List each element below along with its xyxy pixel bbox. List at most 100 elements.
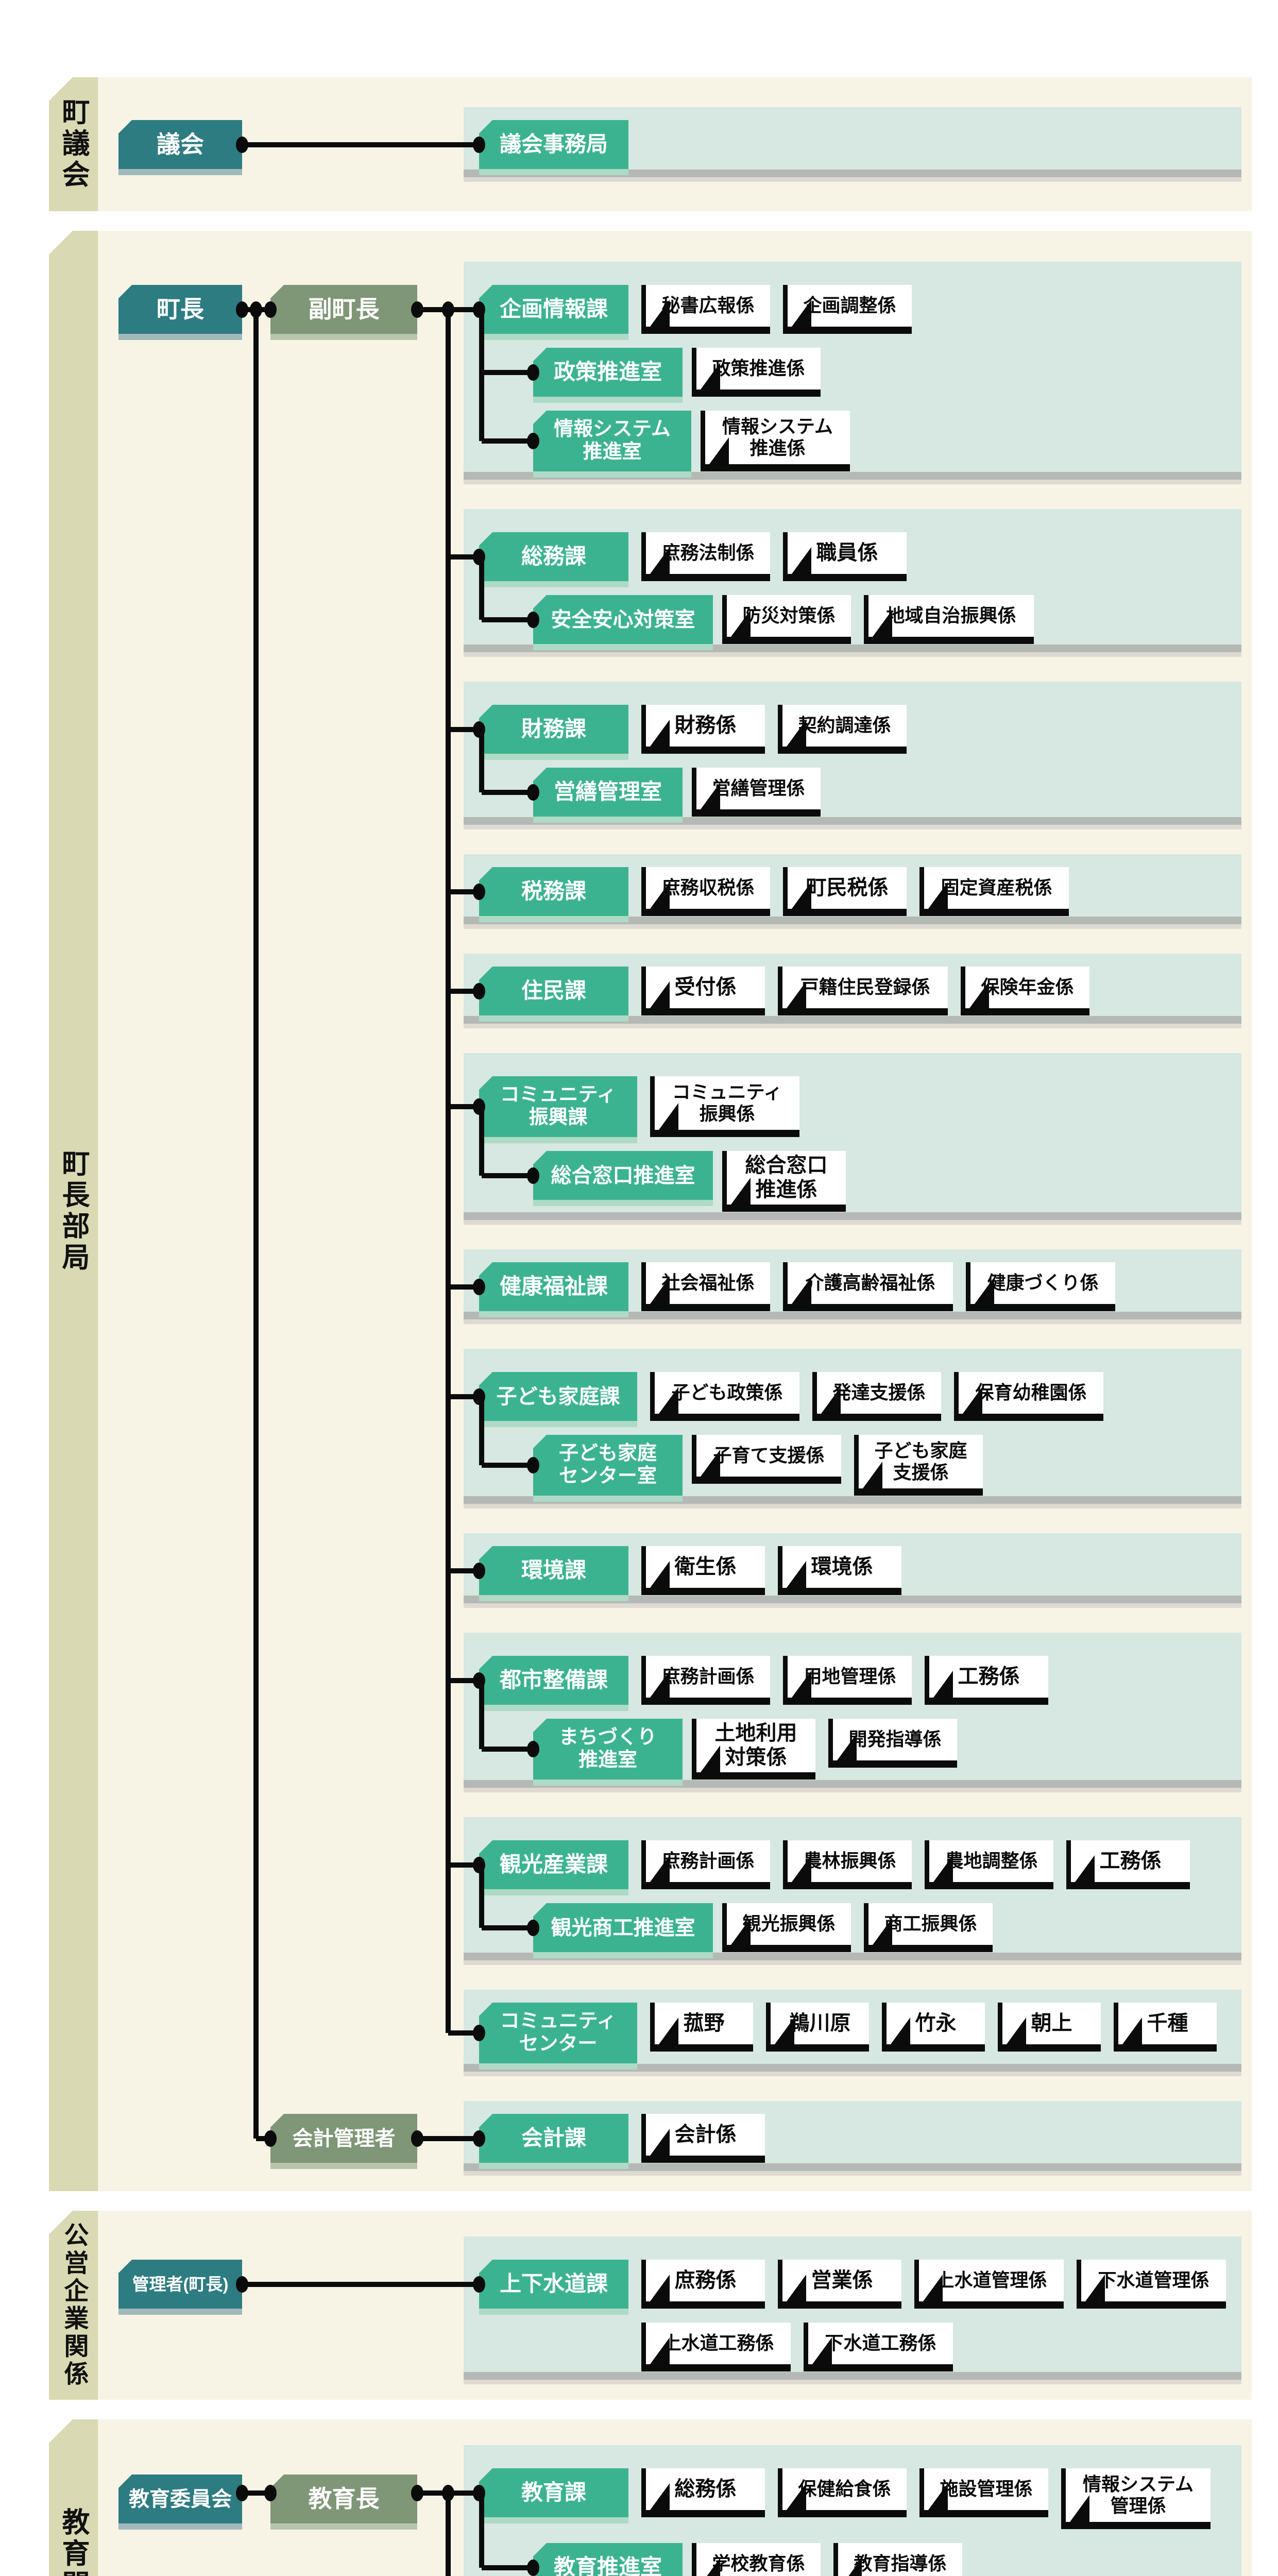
connector-dot (264, 2130, 277, 2147)
connector-line (417, 2136, 479, 2141)
division-box-label: 総務課 (521, 544, 586, 569)
connector-dot (527, 612, 539, 628)
office-box: 情報システム 推進室 (533, 411, 691, 478)
tier1-box-label: 町長 (157, 296, 204, 323)
unit-box: 下水道工務係 (804, 2323, 953, 2371)
connector-dot (473, 2276, 485, 2293)
unit-box-label: 下水道工務係 (825, 2332, 936, 2354)
connector-dot (411, 2130, 423, 2147)
office-box-label: 営繕管理室 (553, 779, 662, 804)
tier2-box-label: 副町長 (308, 296, 380, 323)
unit-box: 施設管理係 (919, 2468, 1048, 2517)
unit-box: 固定資産税係 (919, 867, 1069, 916)
division-box-label: コミュニティ 振興課 (500, 1084, 617, 1128)
unit-box: 庶務係 (641, 2260, 765, 2309)
unit-box: 子ども政策係 (650, 1372, 799, 1421)
unit-box: 子育て支援係 (692, 1435, 841, 1484)
unit-box: 観光振興係 (722, 1903, 851, 1952)
corner-triangle-icon (891, 2018, 910, 2044)
corner-triangle-icon (659, 2018, 678, 2044)
corner-triangle-icon (787, 1561, 806, 1588)
unit-box-label: 社会福祉係 (661, 1272, 755, 1294)
section-label: 町長部局 (58, 1148, 89, 1274)
unit-box: 保険年金係 (961, 967, 1089, 1015)
section-label: 公営企業関係 (60, 2222, 88, 2388)
unit-box-label: 営繕管理係 (712, 777, 805, 799)
unit-box: 営繕管理係 (692, 768, 821, 817)
unit-box-label: 庶務法制係 (661, 542, 755, 564)
unit-box: 情報システム 推進係 (701, 411, 850, 471)
unit-box-label: 土地利用 対策係 (714, 1721, 797, 1769)
unit-box: 総合窓口 推進係 (722, 1151, 846, 1212)
unit-box-label: 営業係 (811, 2268, 873, 2292)
unit-box-label: 保健給食係 (798, 2478, 891, 2500)
unit-box: 庶務計画係 (641, 1840, 770, 1889)
section-label: 教育関係 (58, 2507, 89, 2576)
unit-box: コミュニティ 振興係 (650, 1076, 799, 1137)
connector-line (482, 1173, 533, 1178)
unit-box: 政策推進係 (692, 348, 821, 397)
unit-box: 工務係 (1066, 1840, 1190, 1889)
office-box: 安全安心対策室 (533, 595, 713, 650)
division-box: コミュニティ センター (479, 2003, 637, 2070)
corner-triangle-icon (650, 1561, 670, 1588)
division-box-label: 議会事務局 (499, 132, 608, 157)
connector-line (482, 438, 533, 444)
connector-line (482, 370, 533, 375)
corner-triangle-icon (650, 2483, 670, 2510)
office-box: まちづくり 推進室 (533, 1719, 683, 1786)
unit-box-label: 商工振興係 (884, 1913, 977, 1935)
unit-box-label: コミュニティ 振興係 (672, 1081, 782, 1124)
unit-box-label: 朝上 (1031, 2011, 1072, 2035)
division-box: 上下水道課 (479, 2260, 628, 2315)
unit-box-label: 健康づくり係 (987, 1272, 1099, 1294)
tier2-box: 教育長 (270, 2475, 417, 2530)
connector-line (479, 1681, 484, 1749)
connector-line (242, 2490, 270, 2496)
connector-line (448, 727, 479, 732)
unit-box: 財務係 (641, 705, 765, 754)
unit-box: 地域自治振興係 (864, 595, 1034, 644)
connector-line (482, 1925, 533, 1930)
connector-dot (473, 2130, 485, 2147)
division-box: 住民課 (479, 967, 628, 1022)
unit-box: 土地利用 対策係 (692, 1719, 815, 1780)
unit-box-label: 情報システム 管理係 (1083, 2473, 1194, 2516)
unit-box-label: 地域自治振興係 (886, 605, 1016, 626)
division-box-label: 観光産業課 (499, 1852, 608, 1877)
unit-box-label: 農地調整係 (945, 1850, 1038, 1872)
connector-line (448, 1104, 479, 1109)
connector-line (482, 617, 533, 622)
connector-line (479, 310, 484, 441)
connector-line (448, 1678, 479, 1683)
unit-box: 情報システム 管理係 (1061, 2468, 1211, 2529)
unit-box: 上水道管理係 (914, 2260, 1064, 2309)
unit-box: 環境係 (778, 1546, 901, 1595)
connector-line (448, 889, 479, 894)
office-box: 政策推進室 (533, 348, 683, 403)
connector-dot (411, 2485, 423, 2501)
corner-triangle-icon (787, 2275, 806, 2301)
division-box-label: 財務課 (521, 717, 586, 741)
unit-box-label: 環境係 (811, 1555, 873, 1578)
unit-box-label: 農林振興係 (803, 1850, 896, 1872)
section-strip: 教育関係 (49, 2419, 98, 2576)
unit-box-label: 鵜川原 (789, 2011, 851, 2035)
division-box: 都市整備課 (479, 1656, 628, 1711)
office-box: 教育推進室 (533, 2543, 683, 2576)
unit-box-label: 受付係 (674, 975, 737, 998)
unit-box: 学校教育係 (692, 2543, 821, 2576)
connector-line (253, 310, 259, 2139)
connector-dot (473, 1279, 485, 1295)
unit-box-label: 戸籍住民登録係 (800, 976, 930, 998)
unit-box-label: 発達支援係 (832, 1382, 926, 1403)
unit-box-label: 総務係 (674, 2477, 737, 2500)
office-box-label: 情報システム 推進室 (554, 418, 671, 463)
connector-line (479, 1865, 484, 1928)
unit-box: 千種 (1114, 2003, 1217, 2052)
office-box-label: 総合窓口推進室 (551, 1164, 695, 1187)
division-box-label: 上下水道課 (499, 2272, 608, 2296)
corner-triangle-icon (1007, 2018, 1026, 2044)
unit-box-label: 情報システム 推進係 (722, 415, 833, 459)
unit-box: 鵜川原 (766, 2003, 869, 2052)
